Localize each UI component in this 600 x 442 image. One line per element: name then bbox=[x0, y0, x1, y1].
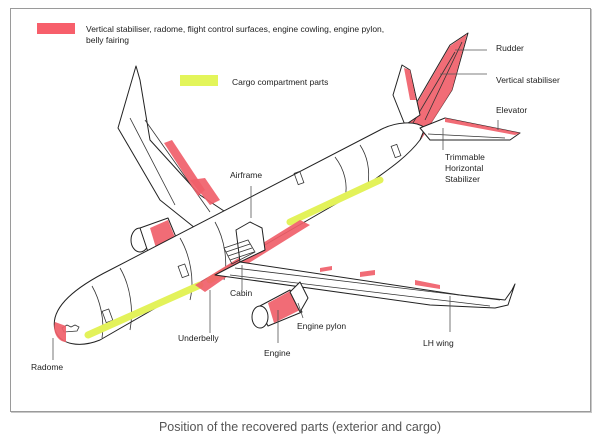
far-horizontal-stabiliser bbox=[392, 64, 421, 126]
legend-swatch-cargo bbox=[180, 75, 218, 86]
near-horizontal-stabiliser bbox=[419, 117, 521, 141]
label-rudder: Rudder bbox=[496, 43, 524, 53]
label-trimmable-2: Horizontal bbox=[445, 163, 483, 173]
label-trimmable-3: Stabilizer bbox=[445, 174, 480, 184]
right-wing bbox=[117, 65, 231, 233]
label-elevator: Elevator bbox=[496, 105, 527, 115]
label-underbelly: Underbelly bbox=[178, 333, 219, 343]
figure-caption: Position of the recovered parts (exterio… bbox=[158, 420, 442, 434]
left-engine bbox=[251, 281, 309, 329]
cabin-cutaway bbox=[223, 221, 266, 265]
label-lh-wing: LH wing bbox=[423, 338, 454, 348]
leader-lines bbox=[52, 49, 499, 360]
label-radome: Radome bbox=[31, 362, 63, 372]
legend-label-cargo: Cargo compartment parts bbox=[232, 77, 329, 87]
legend-label-exterior: Vertical stabiliser, radome, flight cont… bbox=[86, 24, 385, 45]
label-trimmable-1: Trimmable bbox=[445, 152, 485, 162]
label-engine-pylon: Engine pylon bbox=[297, 321, 346, 331]
radome-highlight bbox=[54, 322, 66, 342]
label-engine: Engine bbox=[264, 348, 291, 358]
part-labels: Rudder Vertical stabiliser Elevator Trim… bbox=[31, 43, 560, 372]
left-wing bbox=[214, 261, 516, 309]
legend-swatch-exterior bbox=[37, 23, 75, 34]
label-vertical-stabiliser: Vertical stabiliser bbox=[496, 75, 560, 85]
label-cabin: Cabin bbox=[230, 288, 252, 298]
label-airframe: Airframe bbox=[230, 170, 262, 180]
